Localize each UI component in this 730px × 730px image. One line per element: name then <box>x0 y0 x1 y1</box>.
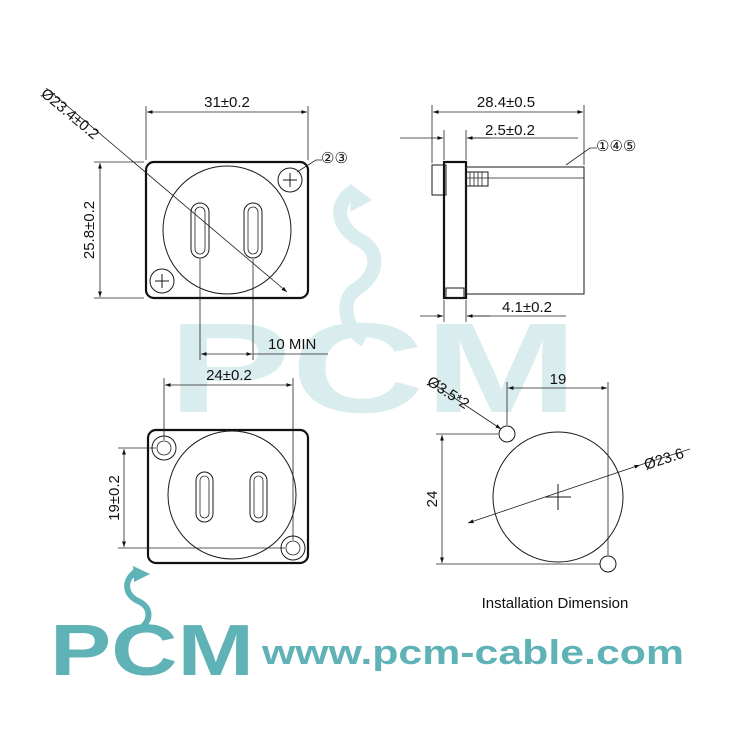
front-slot-gap-dim: 10 MIN <box>268 336 316 353</box>
installation-caption: Installation Dimension <box>482 595 629 612</box>
front-slot-left <box>190 202 210 259</box>
logo-swirl <box>124 567 152 633</box>
installation-diameter-dim: Ø23.6 <box>642 445 686 474</box>
rear-flange <box>146 428 310 565</box>
installation-hole-top-left <box>498 425 516 443</box>
watermark-text: PCM <box>168 297 578 440</box>
brand-logo: PCM <box>50 566 254 691</box>
side-view: 28.4±0.5 2.5±0.2 ①④⑤ 4.1±0.2 <box>400 94 636 322</box>
website-url: www.pcm-cable.com <box>261 634 684 672</box>
front-height-dim: 25.8±0.2 <box>81 201 98 259</box>
watermark-swirl <box>333 184 382 347</box>
rear-width-dim: 24±0.2 <box>206 367 252 384</box>
front-screw-top-right-icon <box>277 167 303 193</box>
front-width-dim: 31±0.2 <box>204 94 250 111</box>
front-callout: ②③ <box>321 150 348 167</box>
installation-hole-bottom-right <box>599 555 617 573</box>
side-thickness-dim: 4.1±0.2 <box>502 299 552 316</box>
side-flange <box>442 160 468 300</box>
front-screw-bottom-left-icon <box>149 268 175 294</box>
logo-text: PCM <box>50 611 254 691</box>
side-length-dim: 28.4±0.5 <box>477 94 535 111</box>
rear-insert-circle <box>167 430 297 560</box>
side-callout: ①④⑤ <box>596 138 636 155</box>
side-body <box>465 166 585 295</box>
installation-width-dim: 19 <box>550 371 567 388</box>
front-flange <box>144 160 310 300</box>
rear-height-dim: 19±0.2 <box>106 475 123 521</box>
rear-slot-left <box>195 471 214 523</box>
rear-view: 24±0.2 19±0.2 <box>106 367 310 565</box>
side-screw <box>465 171 489 187</box>
front-slot-right <box>243 202 263 259</box>
watermark: PCM <box>168 184 578 440</box>
side-front-cap <box>431 164 447 196</box>
rear-slot-right <box>249 471 268 523</box>
front-insert-circle <box>162 165 292 295</box>
side-flange-dim: 2.5±0.2 <box>485 122 535 139</box>
installation-height-dim: 24 <box>424 491 441 508</box>
front-diameter-dim: Ø23.4±0.2 <box>37 85 102 143</box>
